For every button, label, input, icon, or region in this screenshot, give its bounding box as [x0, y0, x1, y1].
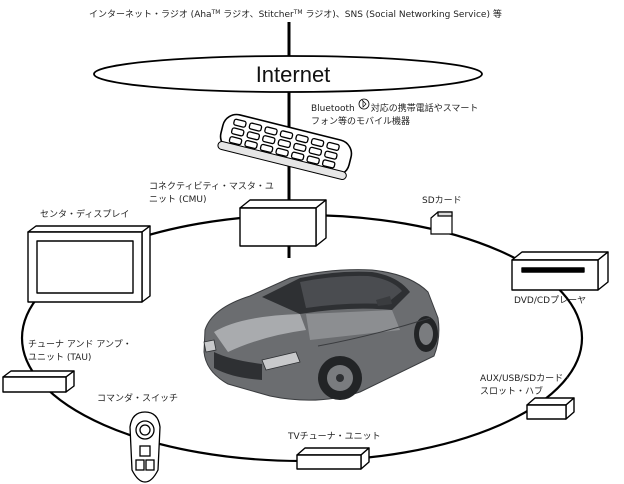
keypad-key: [228, 136, 243, 146]
keypad-key: [275, 147, 289, 157]
keypad-key: [230, 127, 245, 137]
internet-ellipse: [93, 55, 483, 93]
keypad-key: [246, 131, 261, 141]
keypad-key: [293, 142, 307, 153]
commander-switch-icon: [129, 411, 161, 483]
keypad-key: [248, 122, 263, 132]
tau-label-line1: チューナ アンド アンプ・: [28, 339, 132, 350]
keypad-key: [306, 155, 320, 165]
keypad-key: [310, 137, 325, 148]
tau-label-line2: ユニット (TAU): [28, 353, 91, 363]
dvd-player-icon: [511, 251, 609, 291]
keypad-key: [324, 150, 338, 160]
car-image: [203, 269, 440, 401]
keypad-key: [308, 146, 323, 156]
aux-hub-label-line2: スロット・ハブ: [480, 385, 543, 397]
cmu-label-line2: ニット (CMU): [149, 195, 207, 205]
sd-card-label: SDカード: [422, 195, 462, 206]
tv-tuner-box: [296, 447, 370, 470]
aux-hub-label-line1: AUX/USB/SDカード・: [480, 373, 572, 384]
keypad-key: [321, 159, 336, 169]
tv-tuner-label: TVチューナ・ユニット: [287, 431, 381, 442]
cmu-box: [239, 199, 327, 247]
keypad-key: [264, 126, 278, 136]
aux-hub-box: [526, 397, 575, 420]
keypad-key: [244, 139, 258, 150]
tau-box: [2, 370, 75, 393]
top-caption: インターネット・ラジオ (AhaTM ラジオ、StitcherTM ラジオ)、S…: [89, 8, 502, 20]
keypad-key: [295, 134, 309, 144]
keypad-key: [233, 118, 247, 128]
internet-label: Internet: [256, 62, 331, 87]
cmu-label-line1: コネクティビティ・マスタ・ユ: [149, 181, 274, 192]
bluetooth-icon: [358, 98, 370, 110]
keypad-key: [277, 138, 292, 149]
keypad-key: [290, 151, 305, 161]
mobile-device-icon: [217, 113, 353, 181]
center-display-label: センタ・ディスプレイ: [40, 208, 129, 220]
center-display-icon: [27, 225, 151, 303]
keypad-key: [326, 141, 340, 152]
bluetooth-label-line2: フォン等のモバイル機器: [311, 115, 410, 127]
keypad-key: [262, 135, 276, 145]
sd-card-icon: [430, 211, 453, 235]
dvd-label: DVD/CDプレーヤ: [514, 295, 586, 306]
keypad-key: [259, 143, 274, 153]
keypad-key: [279, 130, 294, 140]
commander-label: コマンダ・スイッチ: [97, 392, 178, 404]
